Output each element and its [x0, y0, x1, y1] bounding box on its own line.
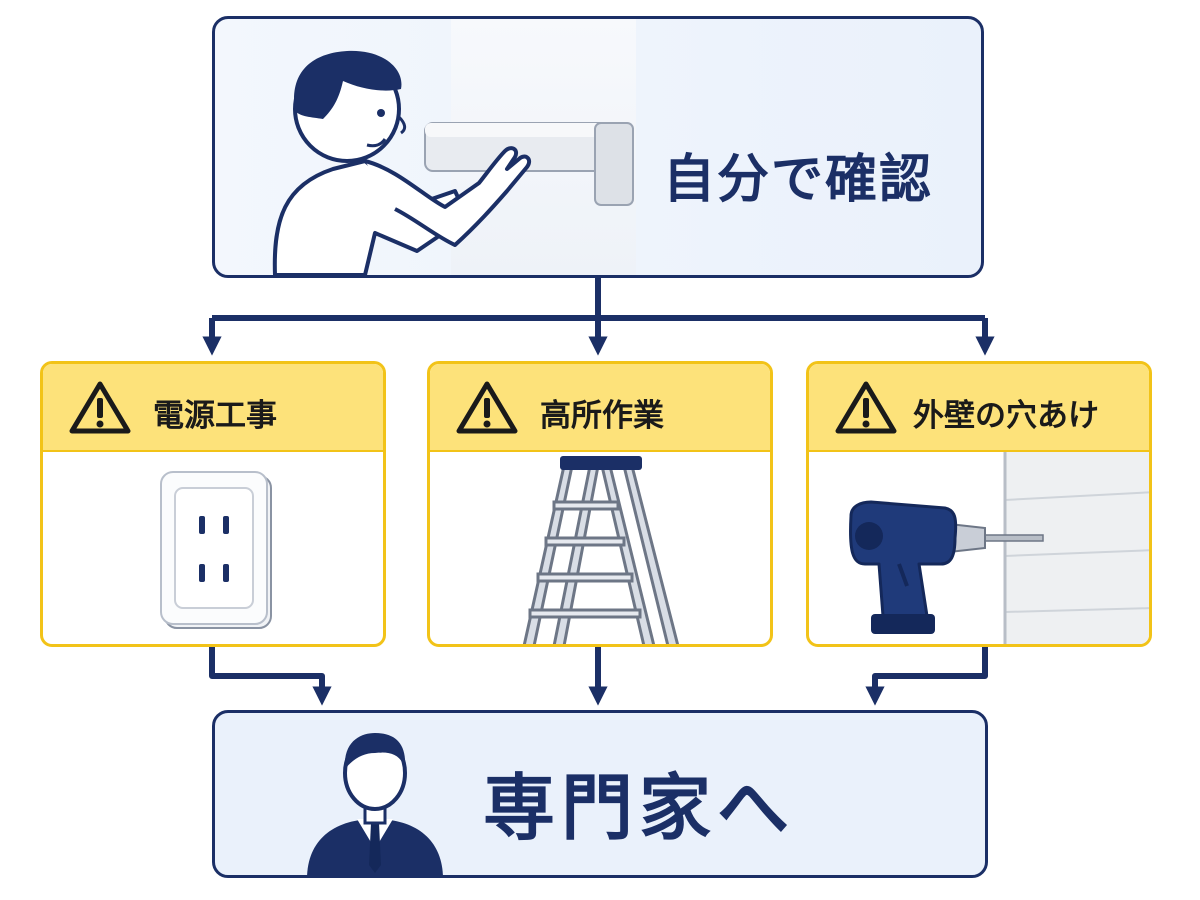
arrow-from-card-1 — [209, 647, 332, 706]
card-title: 外壁の穴あけ — [913, 398, 1099, 434]
warning-icon — [835, 381, 897, 434]
card-header: 外壁の穴あけ — [809, 364, 1149, 452]
card-header: 電源工事 — [43, 364, 383, 452]
drill-icon — [849, 452, 1149, 644]
card-header: 高所作業 — [430, 364, 770, 452]
warning-icon — [69, 381, 131, 434]
self-check-title: 自分で確認 — [663, 150, 934, 210]
card-title: 高所作業 — [540, 398, 664, 434]
outlet-icon — [160, 471, 272, 629]
expert-box: 専門家へ — [212, 710, 988, 878]
card-wall-drilling: 外壁の穴あけ — [806, 361, 1152, 647]
businessman-icon — [307, 733, 443, 875]
card-electrical-work: 電源工事 — [40, 361, 386, 647]
warning-icon — [456, 381, 518, 434]
card-title: 電源工事 — [153, 398, 277, 434]
arrow-from-card-3 — [865, 647, 988, 706]
ladder-icon — [522, 456, 680, 644]
card-high-work: 高所作業 — [427, 361, 773, 647]
self-check-box: 自分で確認 — [212, 16, 984, 278]
person-touching-wall-icon — [272, 50, 634, 275]
expert-title: 専門家へ — [483, 766, 796, 850]
